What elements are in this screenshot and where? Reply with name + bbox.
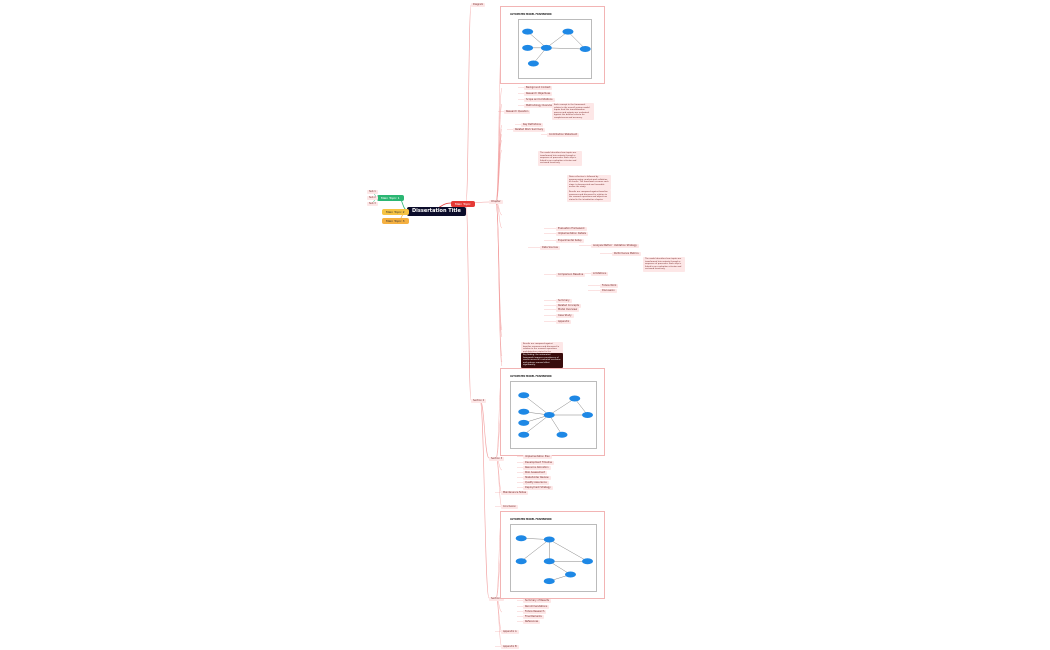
diagram-node — [544, 537, 555, 543]
section2-item[interactable]: Model Overview — [556, 308, 579, 312]
diagram-node — [565, 572, 576, 578]
section3-item[interactable]: Quality Assurance — [523, 481, 549, 485]
framework-diagram-2: AUTOMATED MODEL FRAMEWORK — [500, 368, 605, 456]
left-topic-1[interactable]: Main Topic 1 — [377, 195, 404, 201]
left-sub-1[interactable]: Sub 1 — [367, 190, 378, 194]
framework-title-1: AUTOMATED MODEL FRAMEWORK — [510, 13, 552, 16]
diagram-edge — [546, 48, 585, 49]
diagram-edge — [549, 399, 575, 416]
central-topic[interactable]: Dissertation Title — [407, 207, 466, 216]
section2-item[interactable]: Discussion — [600, 289, 617, 293]
diagram-node — [522, 29, 533, 35]
section3-item[interactable]: Conclusion — [501, 505, 518, 509]
connector-line — [496, 202, 502, 228]
section1-item[interactable]: Research Objectives — [524, 92, 552, 96]
section3-item[interactable]: Deployment Strategy — [523, 486, 553, 490]
left-sub-2[interactable]: Sub 2 — [367, 196, 378, 200]
branch-section-3[interactable]: Section 3 — [489, 457, 504, 461]
framework-title-3: AUTOMATED MODEL FRAMEWORK — [510, 518, 552, 521]
diagram-node — [516, 535, 527, 541]
section4-item[interactable]: Future Research — [523, 610, 546, 614]
section3-item[interactable]: Stakeholder Review — [523, 476, 551, 480]
diagram-edge — [549, 540, 587, 562]
diagram-node — [544, 558, 555, 564]
diagram-node — [518, 392, 529, 398]
diagram-node — [522, 45, 533, 51]
framework-diagram-1: AUTOMATED MODEL FRAMEWORK — [500, 6, 605, 84]
connector-line — [496, 458, 502, 507]
section2-item[interactable]: Validation Strategy — [612, 244, 639, 248]
section2-item[interactable]: Evaluation Framework — [556, 227, 587, 231]
right-main-topic[interactable]: Main Topic — [451, 201, 475, 207]
section2-item[interactable]: Summary — [556, 299, 572, 303]
framework-inner-3 — [510, 524, 597, 592]
branch-chapter[interactable]: Chapter — [489, 200, 503, 204]
diagram-node — [569, 396, 580, 402]
section2-paragraph-2: Data collection is followed by preproces… — [567, 175, 611, 190]
section2-side-note: The model describes how inputs are trans… — [643, 257, 685, 272]
diagram-node — [518, 409, 529, 415]
diagram-node — [518, 432, 529, 438]
diagram-node — [582, 558, 593, 564]
diagram-node — [516, 558, 527, 564]
connector-line — [496, 598, 502, 632]
left-sub-3[interactable]: Sub 3 — [367, 202, 378, 206]
section2-paragraph-1: The model describes how inputs are trans… — [538, 151, 582, 166]
framework-title-2: AUTOMATED MODEL FRAMEWORK — [510, 375, 552, 378]
branch-section-2[interactable]: Section 2 — [471, 399, 486, 403]
diagram-node — [544, 578, 555, 584]
section2-item[interactable]: Appendix — [556, 320, 571, 324]
section4-item[interactable]: Recommendations — [523, 605, 549, 609]
section3-item[interactable]: Maintenance Notes — [501, 491, 528, 495]
diagram-node — [528, 61, 539, 67]
diagram-node — [582, 412, 593, 418]
section1-item[interactable]: Background Context — [524, 86, 552, 90]
section4-item[interactable]: Final Remarks — [523, 615, 544, 619]
connector-line — [466, 203, 471, 400]
diagram-edge — [549, 415, 562, 435]
section1-item[interactable]: Key Definitions — [521, 123, 543, 127]
connector-line — [496, 88, 502, 202]
section2-item[interactable]: Implementation Details — [556, 232, 588, 236]
section2-item[interactable]: Limitations — [591, 272, 608, 276]
section2-item[interactable]: Comparison Baseline — [556, 273, 585, 277]
diagram-node — [557, 432, 568, 438]
diagram-node — [518, 420, 529, 426]
section3-item[interactable]: Development Timeline — [523, 461, 554, 465]
section2-paragraph-3: Results are compared against baseline me… — [567, 190, 611, 202]
section4-item[interactable]: Appendix A — [501, 630, 519, 634]
section1-paragraph: Each concept in the framework relates to… — [552, 103, 594, 120]
section3-item[interactable]: Risk Assessment — [523, 471, 547, 475]
section4-item[interactable]: References — [523, 620, 540, 624]
section1-item[interactable]: Research Question — [504, 110, 530, 114]
section1-item[interactable]: Contribution Statement — [547, 133, 579, 137]
section3-item[interactable]: Implementation Plan — [523, 455, 552, 459]
section3-item[interactable]: Resource Allocation — [523, 466, 551, 470]
left-topic-2[interactable]: Main Topic 2 — [382, 209, 409, 215]
top-diagram-label[interactable]: Diagram — [471, 3, 485, 7]
section4-item[interactable]: Appendix B — [501, 645, 519, 649]
highlight-note: Key finding: the automated framework imp… — [521, 353, 563, 368]
section4-item[interactable]: Summary of Results — [523, 599, 551, 603]
section2-item[interactable]: Data Sources — [540, 246, 560, 250]
diagram-node — [580, 46, 591, 52]
section2-item[interactable]: Case Study — [556, 314, 574, 318]
diagram-edge — [546, 32, 568, 48]
diagram-node — [541, 45, 552, 51]
connector-line — [466, 5, 471, 203]
section1-item[interactable]: Scope and Limitations — [524, 98, 555, 102]
framework-inner-1 — [518, 19, 592, 79]
left-topic-3[interactable]: Main Topic 3 — [382, 218, 409, 224]
section2-item[interactable]: Experimental Setup — [556, 239, 584, 243]
section2-item[interactable]: Performance Metrics — [612, 252, 641, 256]
diagram-edge — [521, 540, 549, 562]
section1-item[interactable]: Related Work Summary — [513, 128, 545, 132]
framework-inner-2 — [510, 381, 597, 449]
section2-item[interactable]: Future Work — [600, 284, 618, 288]
framework-diagram-3: AUTOMATED MODEL FRAMEWORK — [500, 511, 605, 599]
section1-item[interactable]: Methodology Overview — [524, 104, 556, 108]
diagram-node — [562, 29, 573, 35]
diagram-node — [544, 412, 555, 418]
